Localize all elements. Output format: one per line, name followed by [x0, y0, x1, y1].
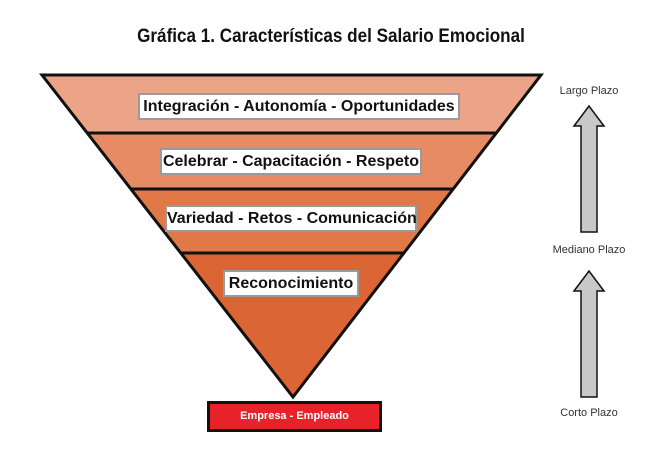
timeline-label-medium-term: Mediano Plazo: [552, 244, 626, 256]
timeline-arrow-lower: [572, 269, 606, 398]
level-label-2: Celebrar - Capacitación - Respeto: [160, 148, 422, 175]
level-label-1: Integración - Autonomía - Oportunidades: [138, 93, 460, 120]
chart-title: Gráfica 1. Características del Salario E…: [137, 26, 525, 47]
base-box: Empresa - Empleado: [207, 401, 382, 432]
level-label-4: Reconocimiento: [223, 270, 359, 297]
timeline-label-short-term: Corto Plazo: [560, 407, 618, 419]
timeline-arrow-upper: [572, 104, 606, 233]
timeline-label-long-term: Largo Plazo: [559, 85, 619, 97]
level-label-3: Variedad - Retos - Comunicación: [165, 205, 417, 232]
funnel-outline: [38, 73, 545, 400]
